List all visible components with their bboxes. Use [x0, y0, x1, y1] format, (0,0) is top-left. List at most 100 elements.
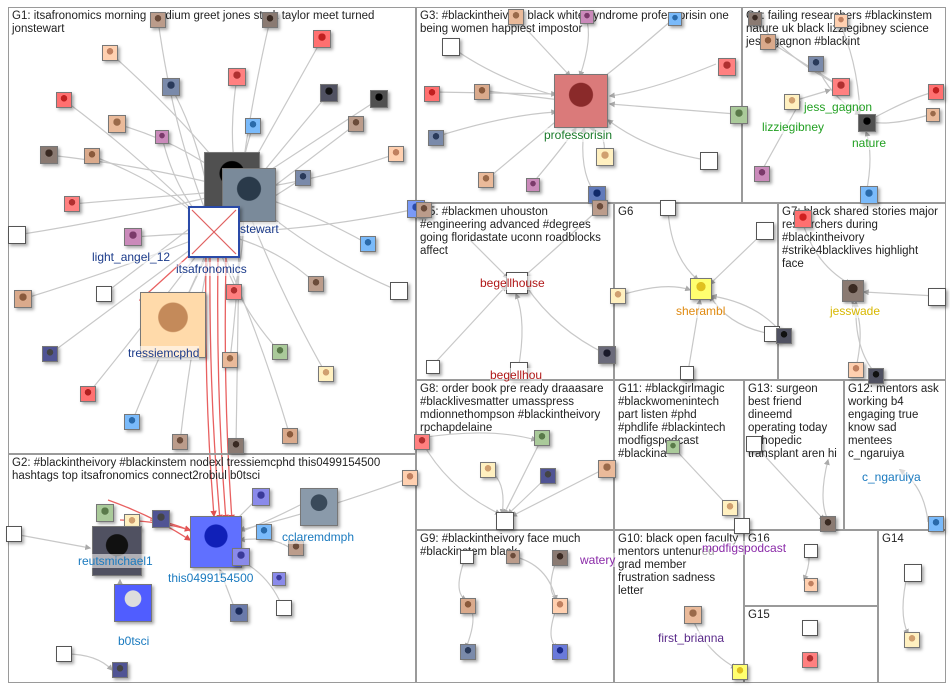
- vertex-image[interactable]: [904, 564, 922, 582]
- vertex-image[interactable]: [56, 646, 72, 662]
- vertex-image[interactable]: [928, 84, 944, 100]
- vertex-image[interactable]: [794, 210, 812, 228]
- vertex-image[interactable]: [926, 108, 940, 122]
- vertex-image[interactable]: [746, 436, 762, 452]
- vertex-image[interactable]: [508, 9, 524, 25]
- vertex-image[interactable]: [858, 114, 876, 132]
- vertex-image[interactable]: [684, 606, 702, 624]
- vertex-image[interactable]: [868, 368, 884, 384]
- vertex-image[interactable]: [808, 56, 824, 72]
- vertex-image[interactable]: [84, 148, 100, 164]
- vertex-image[interactable]: [370, 90, 388, 108]
- vertex-image[interactable]: [390, 282, 408, 300]
- vertex-image[interactable]: [598, 346, 616, 364]
- vertex-image[interactable]: [262, 12, 278, 28]
- vertex-image[interactable]: [660, 200, 676, 216]
- vertex-image[interactable]: [102, 45, 118, 61]
- vertex-image[interactable]: [552, 550, 568, 566]
- vertex-image[interactable]: [276, 600, 292, 616]
- vertex-image[interactable]: [804, 578, 818, 592]
- vertex-image[interactable]: [228, 438, 244, 454]
- vertex-image[interactable]: [904, 632, 920, 648]
- vertex-image[interactable]: [460, 550, 474, 564]
- vertex-image[interactable]: [80, 386, 96, 402]
- vertex-image[interactable]: [832, 78, 850, 96]
- vertex-image[interactable]: [552, 598, 568, 614]
- vertex-image[interactable]: [295, 170, 311, 186]
- vertex-image[interactable]: [668, 12, 682, 26]
- vertex-image[interactable]: [426, 360, 440, 374]
- vertex-image[interactable]: [834, 14, 848, 28]
- vertex-image[interactable]: [40, 146, 58, 164]
- vertex-image[interactable]: [842, 280, 864, 302]
- vertex-image[interactable]: [526, 178, 540, 192]
- vertex-image[interactable]: [552, 644, 568, 660]
- vertex-image[interactable]: [804, 544, 818, 558]
- vertex-image[interactable]: [318, 366, 334, 382]
- vertex-image[interactable]: [348, 116, 364, 132]
- vertex-image[interactable]: [534, 430, 550, 446]
- vertex-image[interactable]: [730, 106, 748, 124]
- vertex-image[interactable]: [598, 460, 616, 478]
- vertex-image[interactable]: [8, 226, 26, 244]
- vertex-image[interactable]: [802, 620, 818, 636]
- vertex-image[interactable]: [776, 328, 792, 344]
- vertex-image[interactable]: [460, 598, 476, 614]
- vertex-image[interactable]: [222, 352, 238, 368]
- vertex-image[interactable]: [596, 148, 614, 166]
- vertex-image[interactable]: [313, 30, 331, 48]
- vertex-image[interactable]: [112, 662, 128, 678]
- vertex-image[interactable]: [92, 526, 142, 576]
- vertex-image[interactable]: [282, 428, 298, 444]
- vertex-image[interactable]: [320, 84, 338, 102]
- vertex-image[interactable]: [860, 186, 878, 204]
- vertex-image[interactable]: [256, 524, 272, 540]
- vertex-image[interactable]: [228, 68, 246, 86]
- vertex-image[interactable]: [230, 604, 248, 622]
- vertex-image[interactable]: [96, 504, 114, 522]
- vertex-image[interactable]: [478, 172, 494, 188]
- vertex-image[interactable]: [848, 362, 864, 378]
- vertex-image[interactable]: [226, 284, 242, 300]
- vertex-image[interactable]: [300, 488, 338, 526]
- vertex-image[interactable]: [474, 84, 490, 100]
- vertex-image[interactable]: [232, 548, 250, 566]
- vertex-image[interactable]: [580, 10, 594, 24]
- vertex-image[interactable]: [540, 468, 556, 484]
- vertex-image[interactable]: [124, 414, 140, 430]
- vertex-image[interactable]: [442, 38, 460, 56]
- vertex-image[interactable]: [592, 200, 608, 216]
- vertex-image[interactable]: [428, 130, 444, 146]
- vertex-image[interactable]: [56, 92, 72, 108]
- vertex-image[interactable]: [360, 236, 376, 252]
- vertex-image[interactable]: [802, 652, 818, 668]
- vertex-image[interactable]: [748, 12, 762, 26]
- vertex-image[interactable]: [754, 166, 770, 182]
- vertex-image[interactable]: [700, 152, 718, 170]
- vertex-image[interactable]: [928, 288, 946, 306]
- vertex-image[interactable]: [96, 286, 112, 302]
- vertex-image[interactable]: [610, 288, 626, 304]
- vertex-image[interactable]: [150, 12, 166, 28]
- vertex-image[interactable]: [64, 196, 80, 212]
- itsafronomics-vertex[interactable]: [188, 206, 240, 258]
- vertex-image[interactable]: [272, 572, 286, 586]
- vertex-image[interactable]: [666, 440, 680, 454]
- vertex-image[interactable]: [272, 344, 288, 360]
- vertex-image[interactable]: [172, 434, 188, 450]
- vertex-image[interactable]: [928, 516, 944, 532]
- vertex-image[interactable]: [152, 510, 170, 528]
- vertex-image[interactable]: [732, 664, 748, 680]
- vertex-image[interactable]: [14, 290, 32, 308]
- vertex-image[interactable]: [480, 462, 496, 478]
- vertex-image[interactable]: [388, 146, 404, 162]
- vertex-image[interactable]: [722, 500, 738, 516]
- vertex-image[interactable]: [756, 222, 774, 240]
- vertex-image[interactable]: [784, 94, 800, 110]
- vertex-image[interactable]: [416, 202, 432, 218]
- vertex-image[interactable]: [414, 434, 430, 450]
- vertex-image[interactable]: [690, 278, 712, 300]
- vertex-image[interactable]: [554, 74, 608, 128]
- vertex-image[interactable]: [760, 34, 776, 50]
- vertex-image[interactable]: [460, 644, 476, 660]
